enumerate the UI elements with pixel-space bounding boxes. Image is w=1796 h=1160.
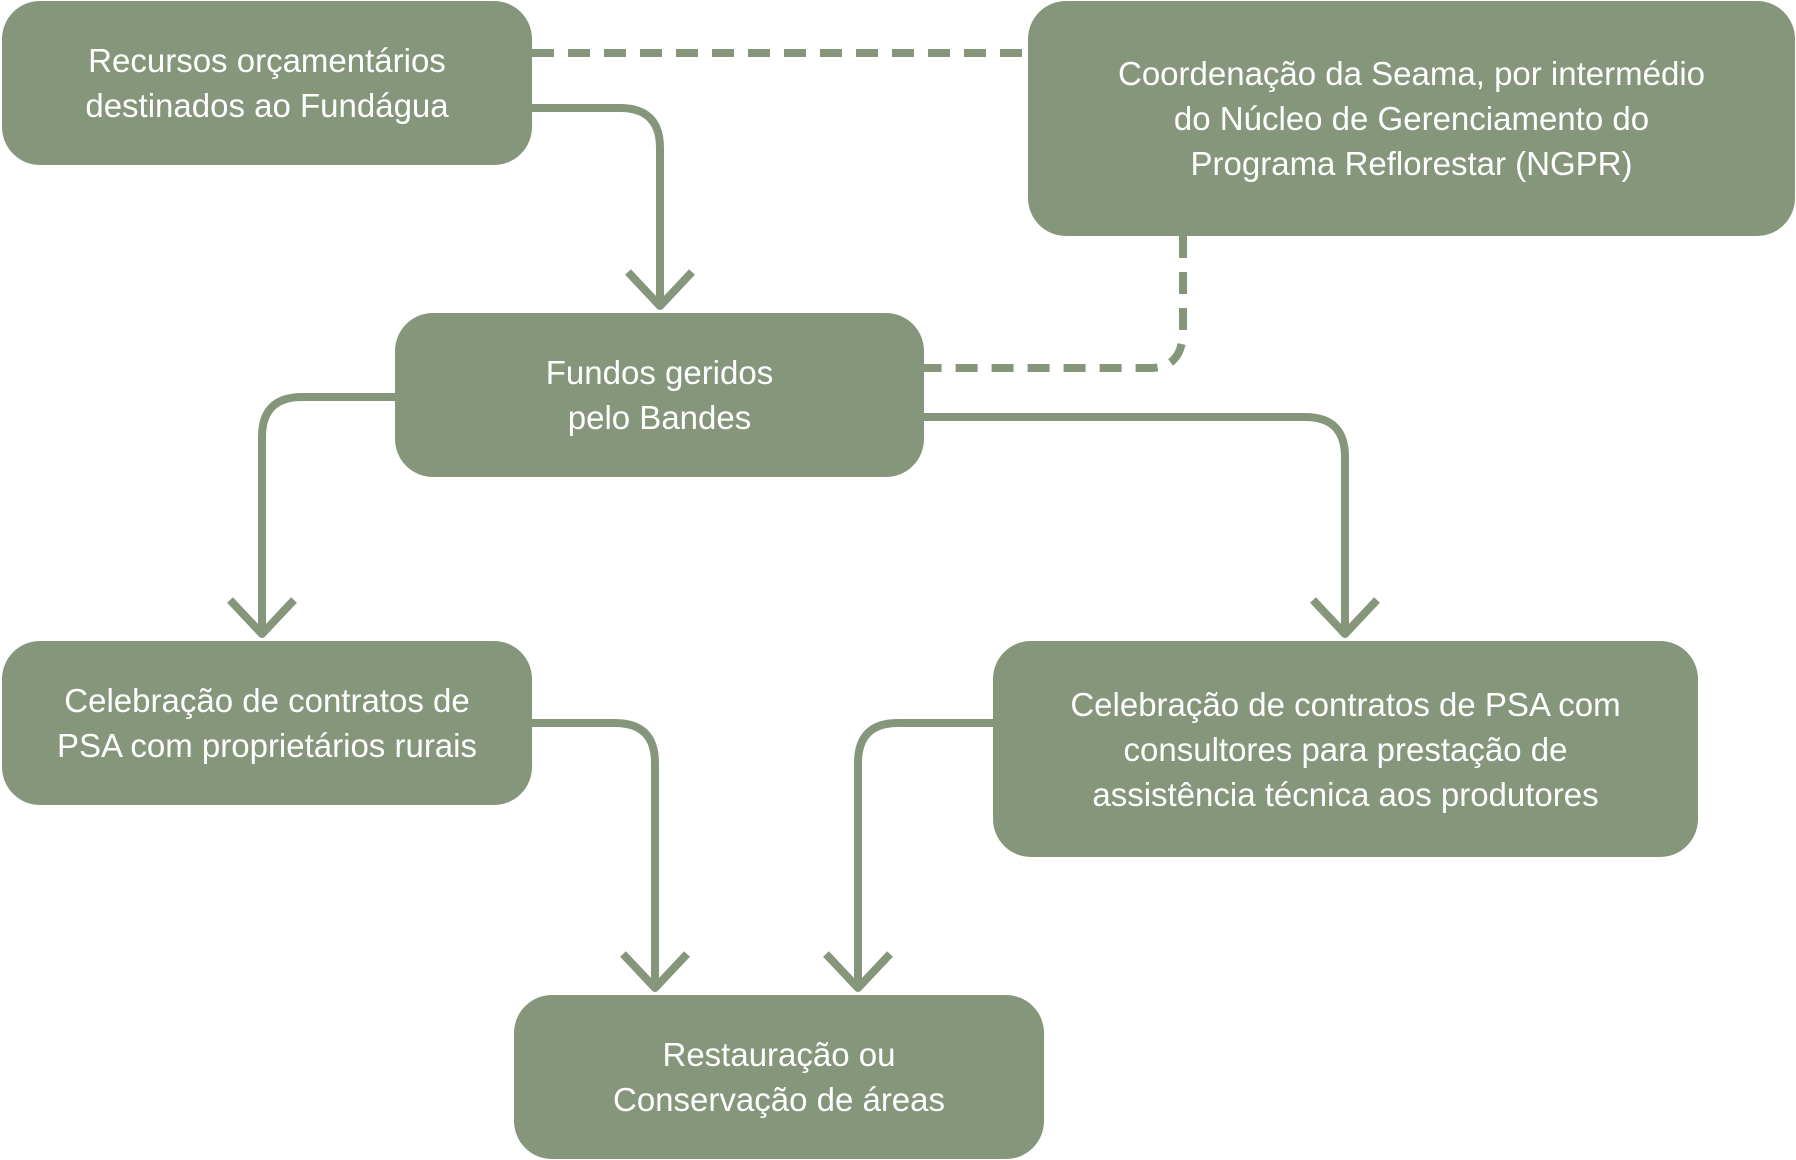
connector-recursos-fundos (532, 104, 664, 306)
node-contratos-consultores: Celebração de contratos de PSA com consu… (993, 641, 1698, 857)
node-fundos-bandes: Fundos geridos pelo Bandes (395, 313, 924, 477)
node-recursos-label: Recursos orçamentários destinados ao Fun… (85, 42, 449, 124)
node-contratos-consultores-label: Celebração de contratos de PSA com consu… (1070, 685, 1621, 813)
node-fundos-label: Fundos geridos pelo Bandes (545, 354, 774, 436)
dashed-connector-coordenacao-fundos (924, 236, 1187, 372)
connector-proprietarios-restauracao (532, 719, 659, 988)
node-coordenacao-seama: Coordenação da Seama, por intermédio do … (1028, 1, 1795, 236)
arrowhead-restauracao-left (620, 951, 690, 992)
arrowhead-consultores (1310, 597, 1380, 638)
connector-fundos-proprietarios (258, 393, 395, 634)
node-contratos-proprietarios: Celebração de contratos de PSA com propr… (2, 641, 532, 805)
arrowhead-restauracao-right (823, 951, 893, 992)
node-recursos-orcamentarios: Recursos orçamentários destinados ao Fun… (2, 1, 532, 165)
arrowhead-fundos (625, 269, 695, 310)
connector-consultores-restauracao (854, 719, 993, 988)
node-restauracao-conservacao: Restauração ou Conservação de áreas (514, 995, 1044, 1159)
connector-fundos-consultores (924, 413, 1349, 634)
node-contratos-proprietarios-label: Celebração de contratos de PSA com propr… (57, 682, 477, 764)
arrowhead-proprietarios (227, 597, 297, 638)
node-coordenacao-label: Coordenação da Seama, por intermédio do … (1117, 55, 1706, 182)
node-restauracao-label: Restauração ou Conservação de áreas (612, 1036, 946, 1118)
